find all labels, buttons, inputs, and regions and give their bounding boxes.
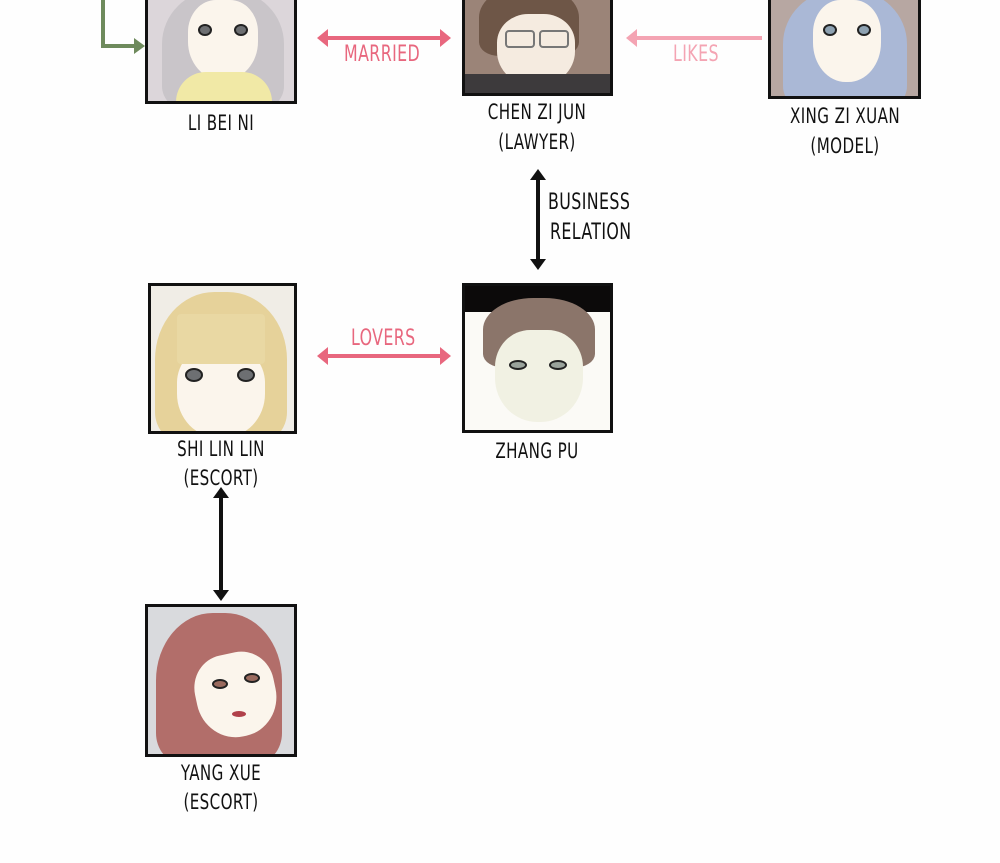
business-label-line2: RELATION — [550, 220, 632, 245]
xing-zi-xuan-illustration — [771, 0, 918, 96]
name-shi-lin-lin: SHI LIN LIN — [177, 437, 265, 461]
likes-arrow — [626, 29, 762, 47]
married-arrow — [317, 29, 451, 47]
chen-zi-jun-illustration — [465, 0, 610, 93]
role-xing-zi-xuan: (MODEL) — [810, 134, 880, 158]
role-shi-lin-lin: (ESCORT) — [183, 466, 259, 490]
escort-link-arrow — [213, 487, 229, 601]
role-yang-xue: (ESCORT) — [183, 790, 259, 814]
portrait-xing-zi-xuan — [768, 0, 921, 99]
role-chen-zi-jun: (LAWYER) — [498, 130, 576, 154]
portrait-shi-lin-lin — [148, 283, 297, 434]
name-xing-zi-xuan: XING ZI XUAN — [789, 104, 901, 128]
yang-xue-illustration — [148, 607, 294, 754]
name-yang-xue: YANG XUE — [180, 761, 262, 785]
portrait-chen-zi-jun — [462, 0, 613, 96]
portrait-yang-xue — [145, 604, 297, 757]
name-li-bei-ni: LI BEI NI — [187, 111, 255, 135]
portrait-zhang-pu — [462, 283, 613, 433]
business-relation-arrow — [530, 169, 546, 270]
li-bei-ni-illustration — [148, 0, 294, 101]
likes-label: LIKES — [673, 42, 719, 67]
zhang-pu-illustration — [465, 286, 610, 430]
married-label: MARRIED — [344, 42, 421, 67]
name-zhang-pu: ZHANG PU — [495, 439, 579, 463]
lovers-arrow — [317, 347, 451, 365]
shi-lin-lin-illustration — [151, 286, 294, 431]
lovers-label: LOVERS — [351, 326, 416, 351]
business-label-line1: BUSINESS — [548, 190, 631, 215]
green-connector-arrow — [101, 0, 145, 54]
name-chen-zi-jun: CHEN ZI JUN — [487, 100, 587, 124]
portrait-li-bei-ni — [145, 0, 297, 104]
